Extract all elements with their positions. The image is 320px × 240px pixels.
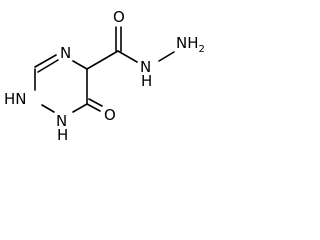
atom-n4: N [60, 44, 71, 62]
bond-n4-c3-double-b [37, 59, 59, 73]
bond-n2-n1 [41, 104, 55, 113]
bond-c5-camide [86, 50, 119, 70]
atom-n2: N [56, 112, 67, 130]
molecule-structure: N HN N H O O N H NH2 [4, 8, 205, 144]
atom-n-hydrazide: N [140, 58, 151, 76]
bond-c5-n4 [72, 60, 88, 70]
atom-nh2-subscript: 2 [199, 44, 205, 55]
atom-nh2: NH2 [176, 34, 205, 55]
bond-n1-c6 [72, 103, 88, 113]
bond-c6-o-b [88, 98, 103, 107]
atom-n-hydrazide-h: H [141, 72, 152, 90]
bond-n4-c3-double-a [34, 54, 57, 68]
bond-camide-n [117, 50, 138, 63]
bond-n-nh2 [158, 51, 175, 62]
atom-n1-hn: HN [4, 90, 27, 108]
atom-nh2-main: NH [176, 34, 199, 52]
atom-o-ring: O [104, 106, 116, 124]
atom-o-amide: O [113, 8, 125, 26]
bond-c6-o-a [86, 103, 101, 112]
atom-n2-h: H [57, 126, 68, 144]
